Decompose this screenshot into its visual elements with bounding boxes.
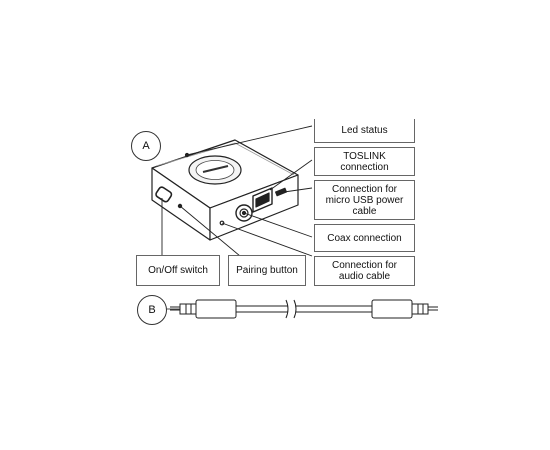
label-led-status-text: Led status [341, 125, 388, 136]
label-on-off-switch: On/Off switch [136, 255, 220, 286]
marker-a-text: A [142, 140, 150, 152]
label-micro-usb-line-3: cable [352, 205, 377, 217]
cable-right-plug [371, 299, 413, 319]
label-pairing-button-text: Pairing button [236, 265, 298, 276]
device-illustration [151, 139, 299, 241]
audio-cable [166, 299, 438, 319]
label-audio-cable-line-2: audio cable [338, 271, 391, 282]
label-led-status: Led status [314, 119, 415, 143]
on-off-switch [155, 186, 173, 203]
label-toslink: TOSLINK connection [314, 147, 415, 176]
label-audio-cable: Connection for audio cable [314, 256, 415, 286]
label-micro-usb: Connection for micro USB power cable [314, 180, 415, 220]
leader-usb [283, 187, 313, 193]
label-toslink-line-2: connection [340, 161, 389, 173]
label-coax-text: Coax connection [327, 232, 402, 244]
label-toslink-line-1: TOSLINK [343, 150, 386, 162]
leader-audio [221, 222, 313, 257]
cable-break-mark [285, 299, 297, 319]
marker-b-text: B [148, 304, 156, 316]
micro-usb-port [275, 187, 287, 197]
label-on-off-switch-text: On/Off switch [148, 265, 208, 276]
cable-left-plug [195, 299, 237, 319]
leader-toslink [269, 159, 313, 191]
label-micro-usb-line-2: micro USB power [325, 194, 404, 206]
marker-a: A [131, 131, 161, 161]
leader-led [186, 125, 313, 156]
label-audio-cable-line-1: Connection for [331, 260, 398, 271]
label-coax: Coax connection [314, 224, 415, 252]
label-micro-usb-line-1: Connection for [331, 183, 398, 195]
leader-coax [243, 212, 313, 238]
label-pairing-button: Pairing button [228, 255, 306, 286]
leader-pairing [179, 205, 241, 257]
marker-b: B [137, 295, 167, 325]
leader-lines [161, 125, 313, 257]
